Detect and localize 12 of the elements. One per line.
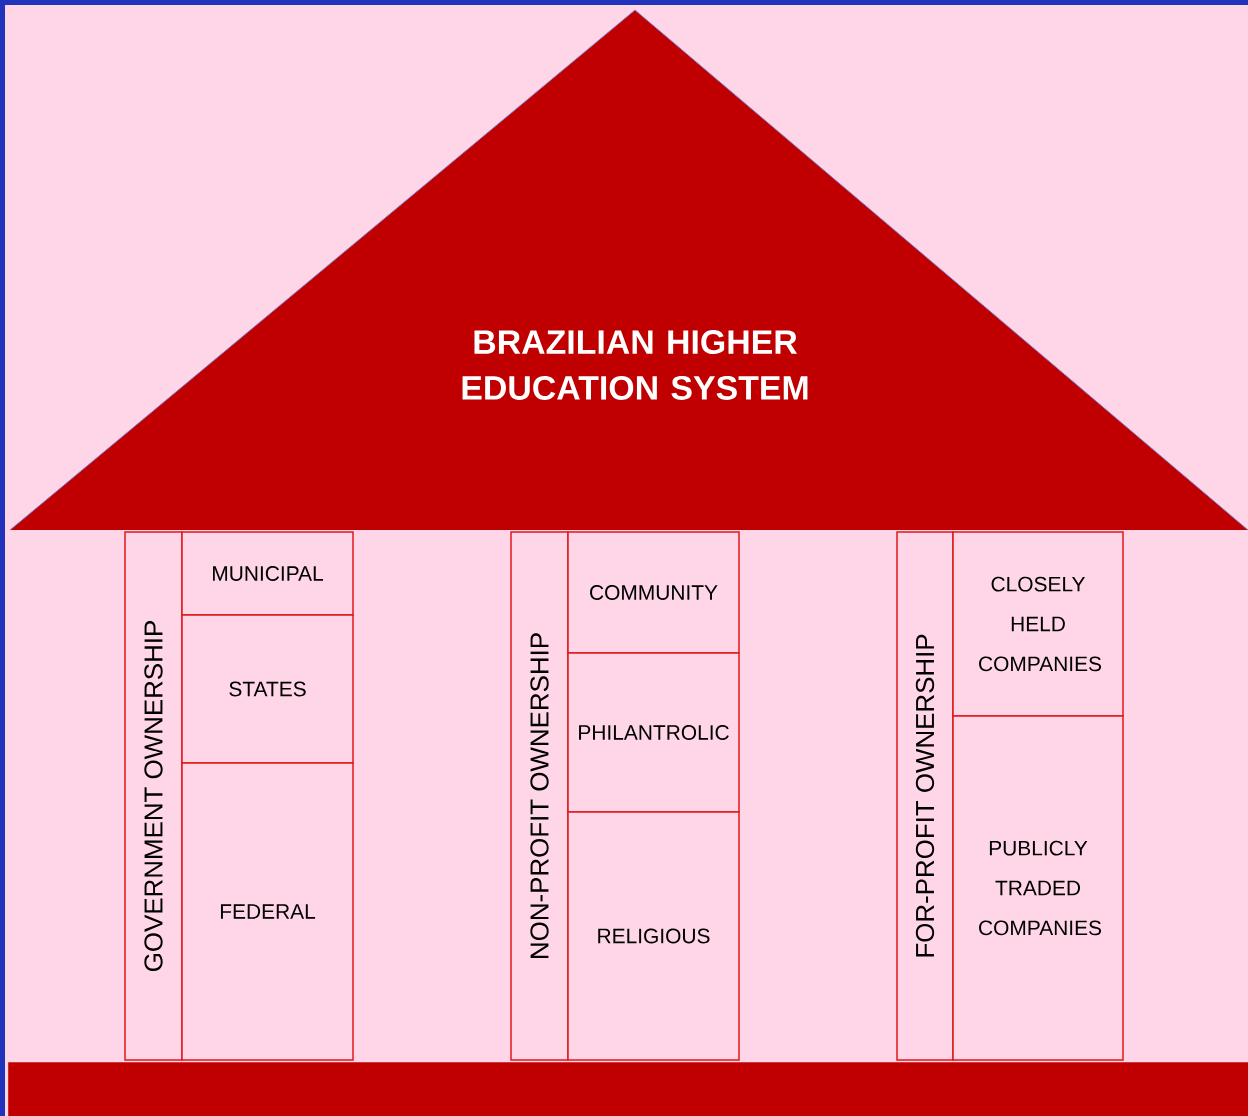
subcategory-box: STATES <box>181 614 354 764</box>
subcategory-box: CLOSELY HELD COMPANIES <box>952 531 1124 717</box>
roof-triangle: BRAZILIAN HIGHER EDUCATION SYSTEM <box>9 9 1248 531</box>
subcategory-box: FEDERAL <box>181 762 354 1061</box>
category-box: FOR-PROFIT OWNERSHIP <box>896 531 954 1061</box>
subcategory-box: RELIGIOUS <box>567 811 740 1061</box>
category-box: NON-PROFIT OWNERSHIP <box>510 531 569 1061</box>
subcategory-box: PUBLICLY TRADED COMPANIES <box>952 715 1124 1061</box>
subcategory-box: MUNICIPAL <box>181 531 354 616</box>
foundation-bar <box>8 1062 1248 1116</box>
subcategory-box: PHILANTROLIC <box>567 652 740 813</box>
subcategory-box: COMMUNITY <box>567 531 740 654</box>
